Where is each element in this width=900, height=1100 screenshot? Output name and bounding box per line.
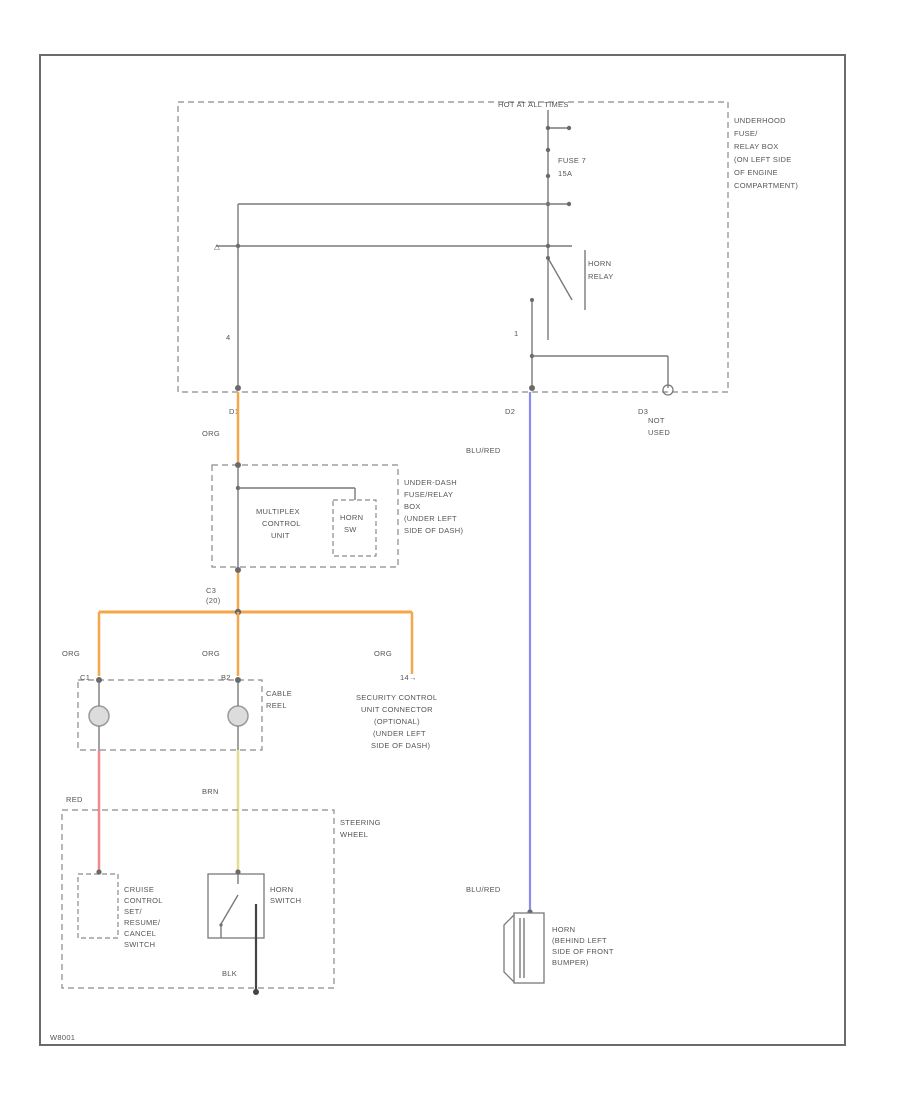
wire-orn-right-label: ORG xyxy=(374,649,392,658)
wire-orn-mid-label: ORG xyxy=(202,649,220,658)
svg-text:△: △ xyxy=(214,242,221,251)
diagram-frame xyxy=(39,54,846,1046)
cruise-control-label: CRUISE CONTROL SET/ RESUME/ CANCEL SWITC… xyxy=(124,885,165,949)
multiplex-control-unit-label: MULTIPLEX CONTROL UNIT xyxy=(256,507,303,540)
ground-blk-label: BLK xyxy=(222,969,237,978)
wire-orn-top-label: ORG xyxy=(202,429,220,438)
cruise-control-switch xyxy=(77,873,119,939)
cable-reel-label: CABLE REEL xyxy=(266,689,295,710)
cable-reel-coil-mid xyxy=(227,705,249,727)
fuse-7-label: FUSE 7 15A xyxy=(558,156,588,178)
underdash-fuse-relay-box xyxy=(211,462,399,573)
wire-brn-label: BRN xyxy=(202,787,219,796)
pin-4-label: 4 xyxy=(226,333,230,342)
horn-switch-label: HORN SWITCH xyxy=(270,885,301,905)
connector-d3-label: D3 xyxy=(638,407,648,416)
wire-red-label: RED xyxy=(66,795,83,804)
hot-at-all-times-label: HOT AT ALL TIMES xyxy=(498,100,569,109)
wire-blu-red-top-label: BLU/RED xyxy=(466,446,501,455)
wire-blu-red-bottom-label: BLU/RED xyxy=(466,885,501,894)
pin-1-label: 1 xyxy=(514,329,518,338)
horn-relay xyxy=(546,250,586,310)
svg-text:14: 14 xyxy=(400,673,409,682)
horn-switch xyxy=(207,873,265,939)
security-control-connector: 14 → xyxy=(400,673,417,682)
steering-wheel-label: STEERING WHEEL xyxy=(340,818,383,839)
cable-reel-pin-c1: C1 xyxy=(80,673,90,682)
fuse-7 xyxy=(545,147,551,179)
wire-orn-left-label: ORG xyxy=(62,649,80,658)
horn-sw-module xyxy=(332,499,377,557)
footer-code: W8001 xyxy=(50,1033,75,1042)
horn-relay-label: HORN RELAY xyxy=(588,259,614,281)
underdash-box-title: UNDER-DASH FUSE/RELAY BOX (UNDER LEFT SI… xyxy=(404,478,464,535)
horn-sw-label: HORN SW xyxy=(340,513,366,534)
cable-reel xyxy=(77,677,263,751)
horn-label: HORN (BEHIND LEFT SIDE OF FRONT BUMPER) xyxy=(552,925,616,967)
splice-c3-label: C3 (20) xyxy=(206,586,221,605)
connector-d1-label: D1 xyxy=(229,407,239,416)
not-used-label: NOT USED xyxy=(648,416,670,437)
underhood-box-title: UNDERHOOD FUSE/ RELAY BOX (ON LEFT SIDE … xyxy=(734,116,798,190)
horn xyxy=(503,909,545,984)
security-control-label: SECURITY CONTROL UNIT CONNECTOR (OPTIONA… xyxy=(356,693,439,750)
connector-d2-label: D2 xyxy=(505,407,515,416)
svg-text:→: → xyxy=(409,673,417,682)
horn-body xyxy=(513,912,545,984)
steering-wheel xyxy=(61,809,335,995)
cable-reel-pin-b2: B2 xyxy=(221,673,231,682)
cable-reel-coil-left xyxy=(88,705,110,727)
underhood-fuse-relay-box: HOT AT ALL TIMES UNDERHOOD FUSE/ RELAY B… xyxy=(177,100,798,396)
